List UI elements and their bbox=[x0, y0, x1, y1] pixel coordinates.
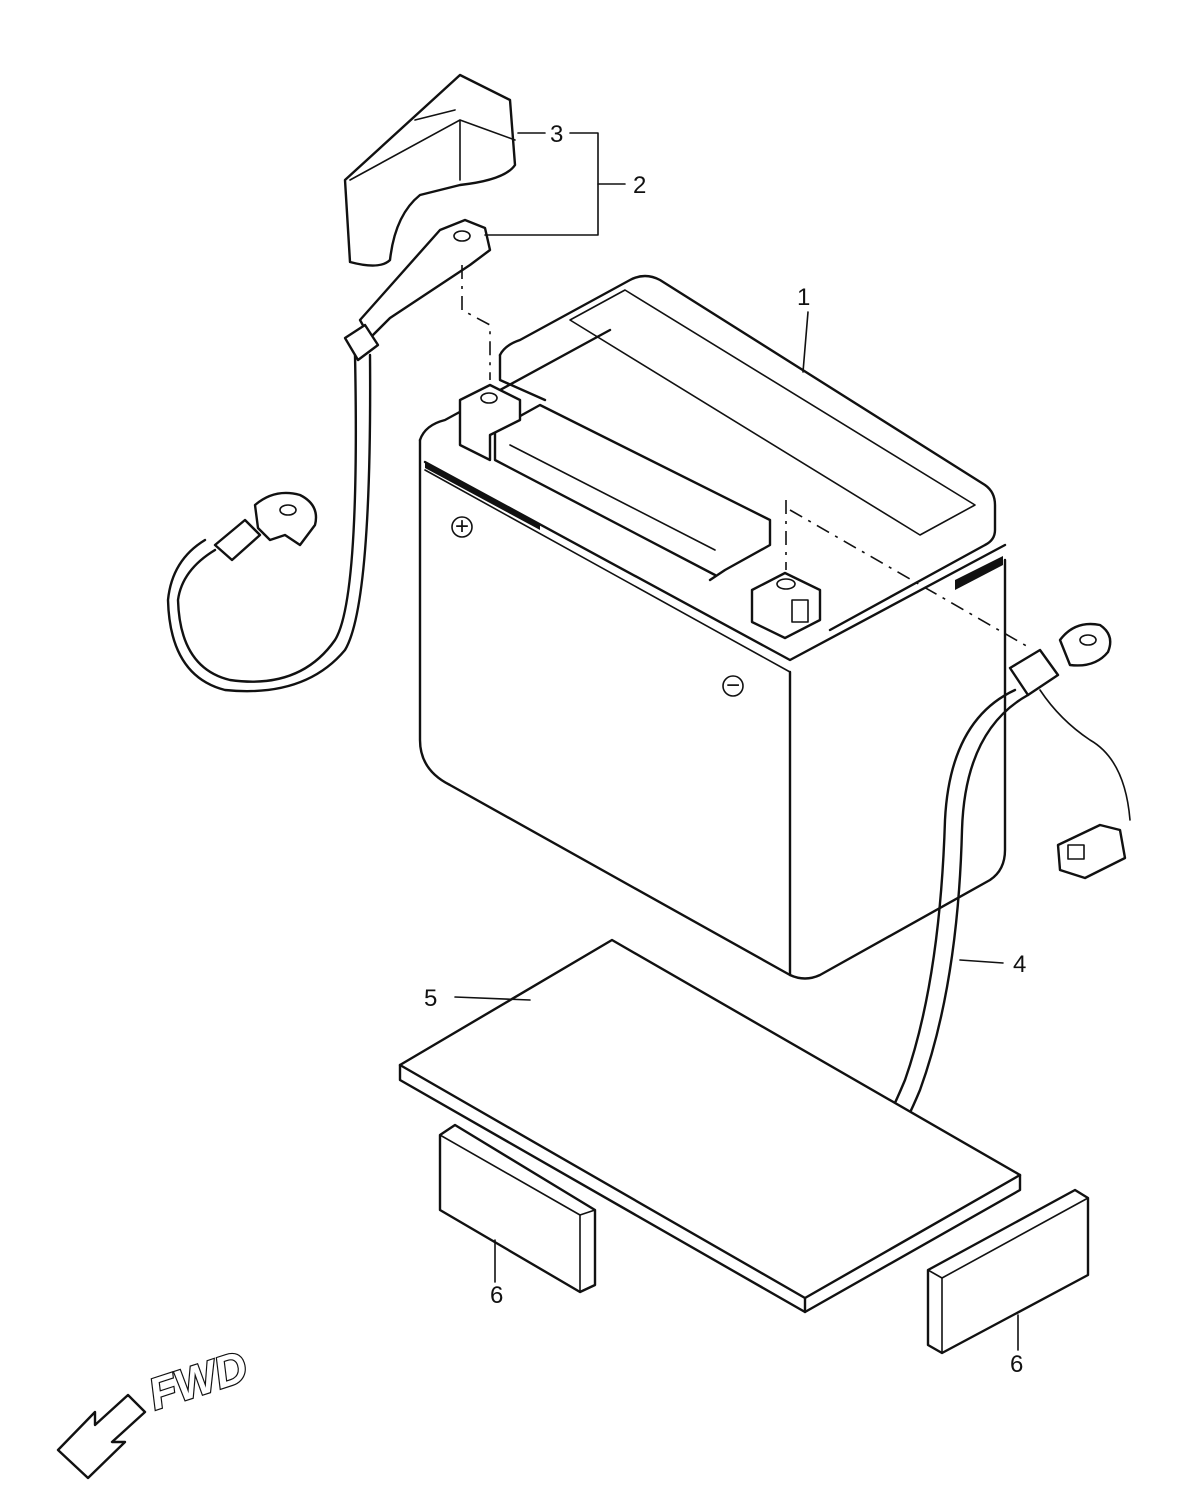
leader-lines bbox=[454, 132, 1019, 1351]
callout-4: 4 bbox=[1013, 951, 1026, 978]
forward-arrow-icon bbox=[56, 1393, 147, 1480]
terminal-cover bbox=[343, 73, 517, 267]
callout-1: 1 bbox=[797, 284, 810, 311]
battery-pad bbox=[398, 938, 1022, 1314]
battery: + − bbox=[418, 274, 1007, 980]
positive-lead bbox=[166, 218, 492, 693]
callout-3: 3 bbox=[550, 121, 563, 148]
fwd-label: FWD bbox=[143, 1342, 253, 1420]
callout-6a: 6 bbox=[490, 1282, 503, 1309]
forward-direction-indicator: FWD bbox=[56, 1341, 255, 1480]
callout-2: 2 bbox=[633, 172, 646, 199]
callout-6b: 6 bbox=[1010, 1351, 1023, 1378]
positive-symbol: + bbox=[455, 513, 469, 540]
cushion-left bbox=[438, 1123, 597, 1294]
callout-5: 5 bbox=[424, 985, 437, 1012]
negative-symbol: − bbox=[726, 672, 740, 699]
cushion-right bbox=[926, 1188, 1090, 1355]
